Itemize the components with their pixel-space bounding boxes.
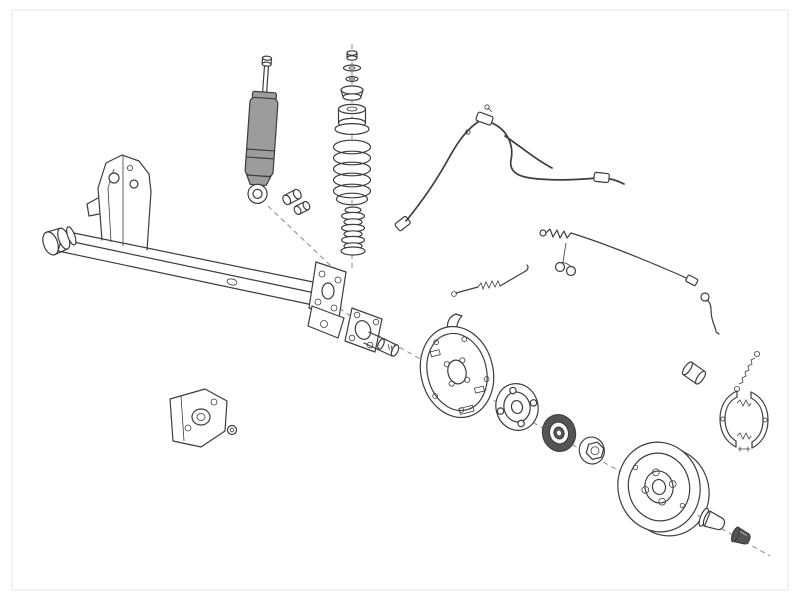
wheel-hub <box>495 383 539 431</box>
brake-shoe-kit <box>719 390 769 452</box>
shock-mount-bushes <box>282 188 311 216</box>
coil-spring <box>332 139 372 206</box>
axle-nut <box>578 436 605 465</box>
mounting-bracket <box>169 388 238 448</box>
image-frame <box>11 9 789 591</box>
rear-axle-beam <box>42 154 347 339</box>
retaining-clip <box>700 292 720 335</box>
grease-cap <box>730 526 751 545</box>
cylinder-bush <box>681 361 707 385</box>
wheel-bearing <box>541 414 577 452</box>
shock-absorber <box>244 55 279 204</box>
dust-cap <box>698 507 726 531</box>
brake-drum <box>617 441 710 537</box>
return-spring <box>734 350 761 392</box>
brake-backing-plate <box>419 313 495 419</box>
brake-pipe <box>539 228 699 287</box>
adjuster-rod <box>451 264 529 297</box>
stub-axle <box>344 307 400 357</box>
strut-mount-stack <box>334 50 370 135</box>
handbrake-cable <box>394 104 625 232</box>
dust-boot <box>340 206 366 256</box>
